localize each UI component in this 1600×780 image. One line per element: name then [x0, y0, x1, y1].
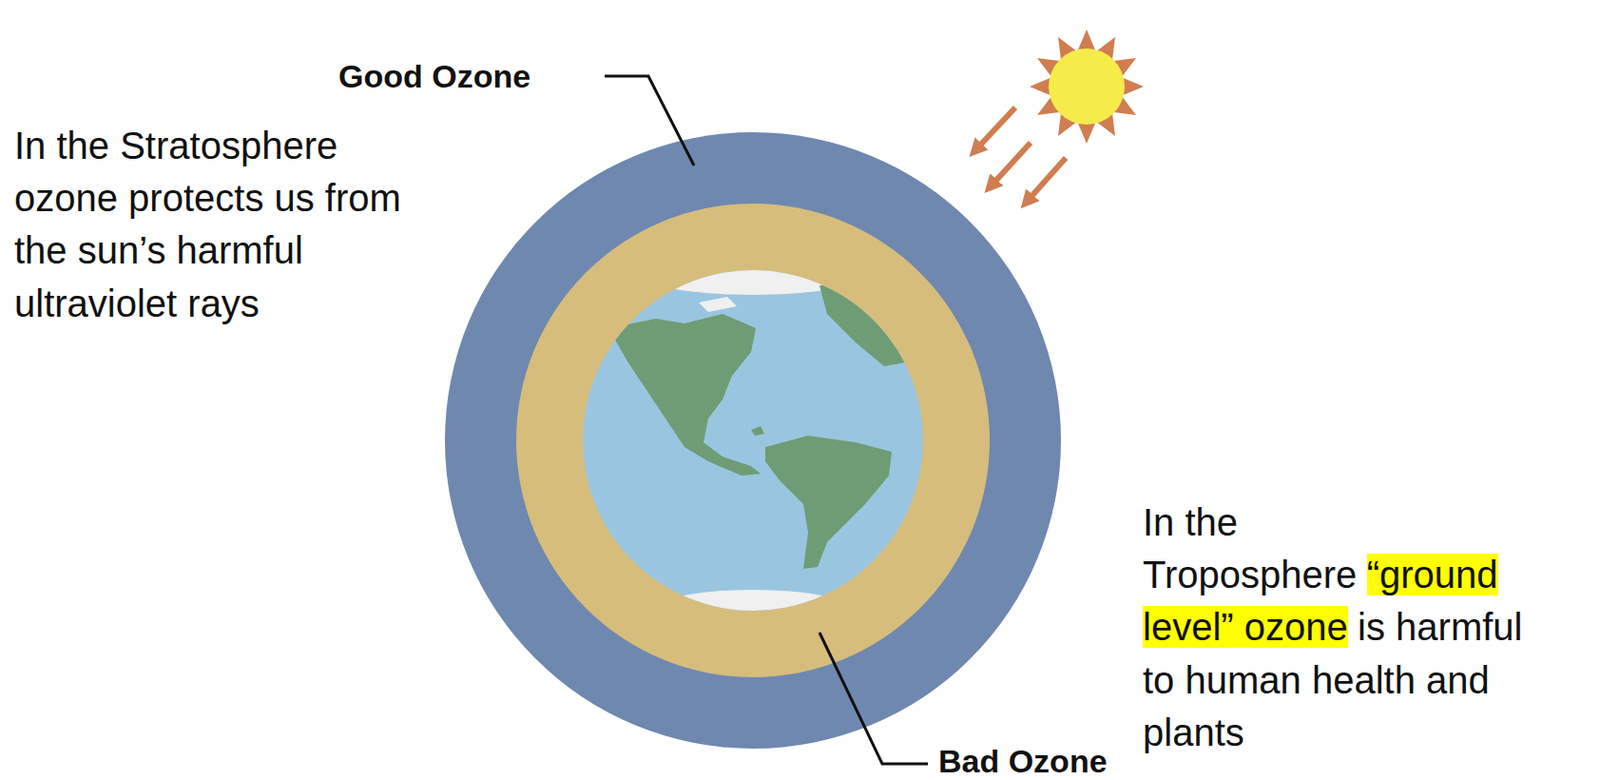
- troposphere-band: [516, 203, 990, 677]
- description-text: In the Troposphere: [1142, 501, 1357, 596]
- text-group: In the Troposphere“ground level” ozoneis…: [1142, 496, 1543, 759]
- leader-line: [819, 632, 928, 764]
- sun: [1048, 48, 1125, 125]
- earth-land: [608, 252, 911, 628]
- sun-rays: [1029, 29, 1144, 144]
- earth-ocean: [582, 269, 924, 611]
- stratosphere-band: [444, 132, 1061, 749]
- leader-line: [604, 76, 694, 166]
- sunlight-arrows: [975, 107, 1066, 202]
- region-label: Good Ozone: [338, 58, 531, 94]
- description-text: In the Stratosphere ozone protects us fr…: [14, 119, 433, 330]
- region-label: Bad Ozone: [938, 743, 1108, 778]
